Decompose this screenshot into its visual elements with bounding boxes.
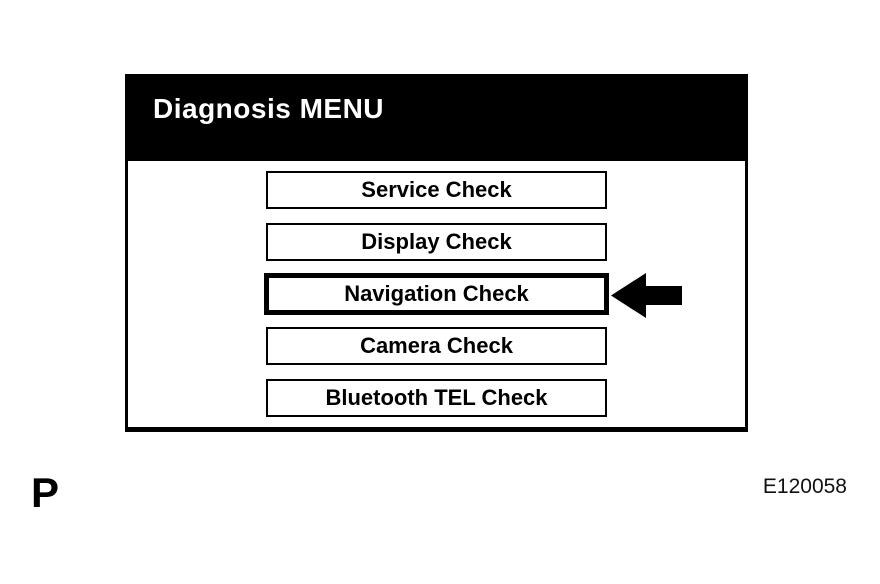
arrow-left-icon: [611, 272, 683, 319]
figure-code: E120058: [762, 475, 847, 498]
menu-button-camera-check[interactable]: Camera Check: [266, 327, 607, 365]
diagnosis-menu-screen: Diagnosis MENU Service Check Display Che…: [125, 74, 748, 432]
menu-button-display-check[interactable]: Display Check: [266, 223, 607, 261]
screen-title: Diagnosis MENU: [153, 93, 385, 124]
menu-button-navigation-check[interactable]: Navigation Check: [264, 273, 609, 315]
menu-button-service-check[interactable]: Service Check: [266, 171, 607, 209]
menu-button-bluetooth-tel-check[interactable]: Bluetooth TEL Check: [266, 379, 607, 417]
screen-header: Diagnosis MENU: [128, 77, 745, 161]
page-marker: P: [31, 469, 60, 516]
menu-button-list: Service Check Display Check Navigation C…: [128, 161, 745, 431]
